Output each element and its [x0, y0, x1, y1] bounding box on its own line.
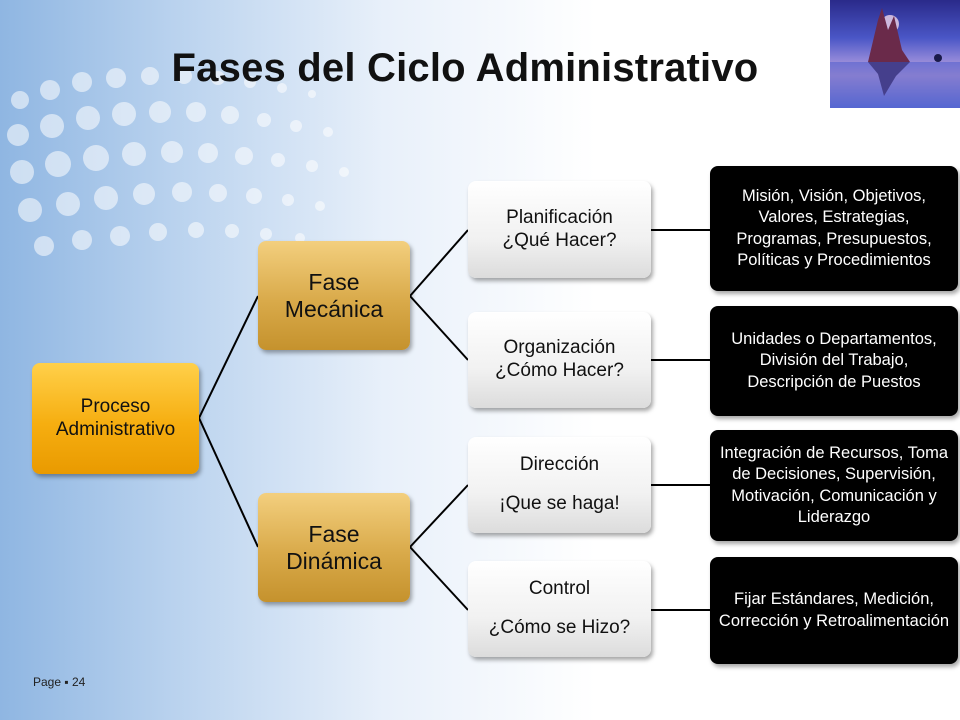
detail-text: Integración de Recursos, Toma de Decisio… — [719, 443, 949, 526]
step-question: ¡Que se haga! — [499, 493, 620, 514]
bullet-icon: ▪ — [64, 675, 69, 689]
node-label: Proceso Administrativo — [55, 395, 176, 440]
node-direccion: Dirección ¡Que se haga! — [468, 437, 651, 533]
node-label: Fase Dinámica — [286, 521, 382, 574]
node-fase-dinamica: Fase Dinámica — [258, 493, 410, 602]
page-number: 24 — [71, 675, 86, 689]
step-name: Planificación — [506, 206, 613, 228]
step-question: ¿Qué Hacer? — [502, 229, 617, 251]
step-name: Control — [528, 578, 591, 600]
page-title: Fases del Ciclo Administrativo — [171, 46, 759, 90]
node-planificacion: Planificación ¿Qué Hacer? — [468, 181, 651, 278]
node-control: Control ¿Cómo se Hizo? — [468, 561, 651, 657]
detail-text: Misión, Visión, Objetivos, Valores, Estr… — [736, 186, 932, 269]
node-label: Fase Mecánica — [284, 269, 384, 322]
node-proceso-administrativo: Proceso Administrativo — [32, 363, 199, 474]
detail-organizacion: Unidades o Departamentos, División del T… — [710, 306, 958, 416]
step-question: ¿Cómo se Hizo? — [488, 617, 631, 638]
island-photo — [830, 0, 960, 108]
node-organizacion: Organización ¿Cómo Hacer? — [468, 312, 651, 408]
step-question: ¿Cómo Hacer? — [495, 360, 624, 381]
detail-text: Fijar Estándares, Medición, Corrección y… — [718, 590, 950, 630]
detail-text: Unidades o Departamentos, División del T… — [731, 329, 937, 391]
node-fase-mecanica: Fase Mecánica — [258, 241, 410, 350]
step-name: Organización — [503, 337, 616, 359]
detail-control: Fijar Estándares, Medición, Corrección y… — [710, 557, 958, 664]
page-footer: Page ▪ 24 — [33, 675, 85, 689]
step-name: Dirección — [519, 454, 600, 476]
detail-planificacion: Misión, Visión, Objetivos, Valores, Estr… — [710, 166, 958, 291]
page-label: Page — [33, 675, 62, 689]
detail-direccion: Integración de Recursos, Toma de Decisio… — [710, 430, 958, 541]
